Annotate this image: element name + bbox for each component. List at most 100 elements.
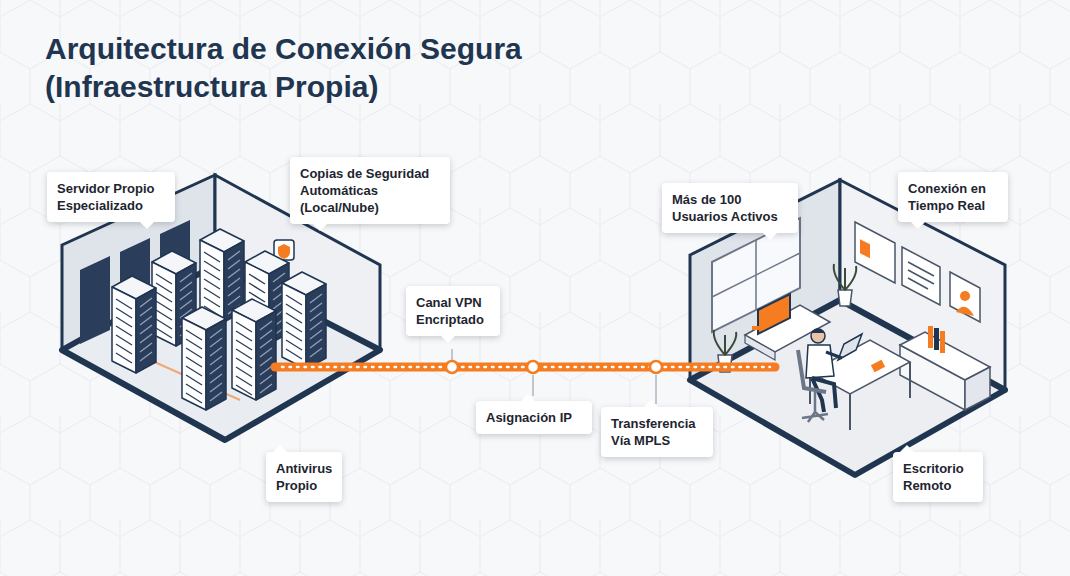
callout-text: Servidor Propio Especializado bbox=[57, 180, 165, 214]
rack-slot bbox=[236, 358, 252, 368]
rack-slot bbox=[186, 393, 202, 403]
callout-box: Asignación IP bbox=[476, 401, 592, 434]
rack-slot bbox=[210, 347, 222, 356]
rack-slot bbox=[156, 310, 172, 320]
callout-pointer bbox=[441, 329, 455, 343]
rack-slot bbox=[186, 357, 202, 367]
rack-slot bbox=[236, 385, 252, 395]
callout-text: Conexión en Tiempo Real bbox=[908, 180, 998, 214]
rack-slot bbox=[204, 252, 220, 262]
callout-pointer bbox=[273, 445, 287, 459]
callout-pointer bbox=[521, 394, 535, 408]
rack-slot bbox=[228, 260, 240, 269]
rack-face bbox=[182, 318, 206, 410]
rack-slot bbox=[156, 283, 172, 293]
rack-slot bbox=[140, 343, 152, 352]
callout-box: Antivirus Propio bbox=[266, 452, 342, 502]
rack-slot bbox=[228, 269, 240, 278]
rack-slot bbox=[210, 329, 222, 338]
rack-slot bbox=[116, 308, 132, 318]
rack-face bbox=[282, 283, 306, 369]
rack-slot bbox=[140, 298, 152, 307]
rack-slot bbox=[186, 339, 202, 349]
rack-slot bbox=[204, 270, 220, 280]
rack-face bbox=[232, 310, 256, 400]
callout-pointer bbox=[911, 215, 925, 229]
callout-pointer bbox=[900, 445, 914, 459]
callout-box: Conexión en Tiempo Real bbox=[898, 172, 1008, 222]
rack-slot bbox=[210, 356, 222, 365]
rack-slot bbox=[186, 348, 202, 358]
rack-slot bbox=[249, 283, 265, 293]
rack-slot bbox=[156, 319, 172, 329]
diagram-title: Arquitectura de Conexión Segura (Infraes… bbox=[45, 30, 705, 106]
callout-pointer bbox=[763, 226, 777, 240]
callout-box: Más de 100 Usuarios Activos bbox=[662, 183, 798, 233]
callout-pointer bbox=[140, 215, 154, 229]
rack-slot bbox=[260, 384, 272, 393]
rack-face bbox=[112, 287, 136, 373]
rack-slot bbox=[260, 348, 272, 357]
callout-pointer bbox=[313, 217, 327, 231]
rack-slot bbox=[260, 330, 272, 339]
rack-slot bbox=[286, 349, 302, 359]
callout-text: Canal VPN Encriptado bbox=[416, 294, 490, 328]
rack-slot bbox=[310, 321, 322, 330]
rack-face bbox=[306, 284, 326, 369]
rack-slot bbox=[204, 297, 220, 307]
callout-box: Copias de Seguridad Automáticas (Local/N… bbox=[290, 157, 450, 224]
rack-slot bbox=[236, 349, 252, 359]
callout-text: Asignación IP bbox=[486, 409, 582, 426]
rack-slot bbox=[140, 352, 152, 361]
rack-slot bbox=[310, 294, 322, 303]
rack-slot bbox=[210, 365, 222, 374]
rack-slot bbox=[286, 313, 302, 323]
rack-slot bbox=[260, 375, 272, 384]
rack-slot bbox=[116, 344, 132, 354]
rack-slot bbox=[286, 304, 302, 314]
rack-slot bbox=[228, 251, 240, 260]
rack-slot bbox=[236, 322, 252, 332]
rack-slot bbox=[260, 339, 272, 348]
rack-slot bbox=[249, 274, 265, 284]
rack-slot bbox=[116, 317, 132, 327]
callout-text: Escritorio Remoto bbox=[903, 460, 973, 494]
rack-slot bbox=[286, 331, 302, 341]
rack-face bbox=[136, 288, 156, 373]
rack-slot bbox=[156, 274, 172, 284]
rack-slot bbox=[204, 279, 220, 289]
rack-slot bbox=[186, 330, 202, 340]
rack-slot bbox=[156, 292, 172, 302]
callout-text: Más de 100 Usuarios Activos bbox=[672, 191, 788, 225]
rack-slot bbox=[228, 287, 240, 296]
rack-slot bbox=[210, 374, 222, 383]
rack-slot bbox=[180, 300, 192, 309]
rack-slot bbox=[310, 348, 322, 357]
rack-slot bbox=[236, 376, 252, 386]
rack-slot bbox=[228, 278, 240, 287]
rack-slot bbox=[286, 340, 302, 350]
callout-box: Escritorio Remoto bbox=[893, 452, 983, 502]
rack-slot bbox=[236, 340, 252, 350]
callout-box: Transferencia Vía MPLS bbox=[601, 407, 713, 457]
rack-slot bbox=[186, 366, 202, 376]
rack-slot bbox=[180, 291, 192, 300]
rack-slot bbox=[260, 321, 272, 330]
rack-slot bbox=[186, 375, 202, 385]
rack-face bbox=[256, 311, 276, 400]
rack-slot bbox=[116, 335, 132, 345]
rack-slot bbox=[228, 296, 240, 305]
rack-slot bbox=[140, 307, 152, 316]
rack-slot bbox=[273, 273, 285, 282]
rack-slot bbox=[156, 301, 172, 311]
rack-slot bbox=[310, 303, 322, 312]
rack-slot bbox=[180, 273, 192, 282]
rack-slot bbox=[116, 299, 132, 309]
callout-box: Servidor Propio Especializado bbox=[47, 172, 175, 222]
rack-slot bbox=[116, 353, 132, 363]
callout-text: Copias de Seguridad Automáticas (Local/N… bbox=[300, 165, 440, 216]
callout-box: Canal VPN Encriptado bbox=[406, 286, 500, 336]
rack-slot bbox=[210, 338, 222, 347]
rack-slot bbox=[140, 334, 152, 343]
